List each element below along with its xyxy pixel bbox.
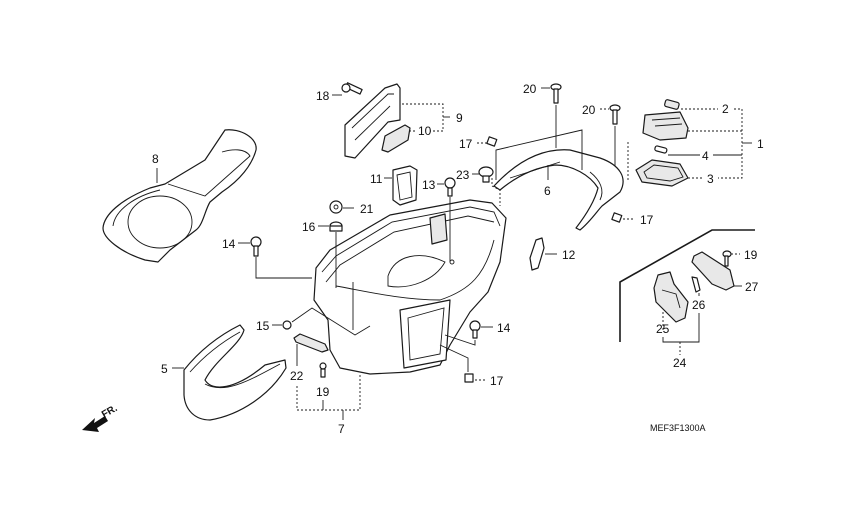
leader-14a-link xyxy=(255,257,312,279)
callout-12: 12 xyxy=(562,248,576,262)
screw-20-right[interactable] xyxy=(609,104,621,125)
callout-17c: 17 xyxy=(490,374,504,388)
callout-25: 25 xyxy=(656,322,670,336)
callout-22: 22 xyxy=(290,369,304,383)
leader-15-link xyxy=(291,307,371,336)
bracket-6 xyxy=(495,129,583,180)
screw-20-left[interactable] xyxy=(550,83,562,104)
callout-5: 5 xyxy=(161,362,168,376)
callout-1: 1 xyxy=(757,137,764,151)
screw-19-upper[interactable] xyxy=(722,250,732,267)
lens-2[interactable] xyxy=(664,99,680,110)
seat-liner-part[interactable] xyxy=(102,129,257,263)
callout-15: 15 xyxy=(256,319,270,333)
diagram-code: MEF3F1300A xyxy=(650,423,706,433)
bolt-14-left[interactable] xyxy=(250,236,262,257)
callout-9: 9 xyxy=(456,111,463,125)
leader-17c-link xyxy=(439,344,469,372)
screw-18[interactable] xyxy=(341,82,363,95)
callout-20a: 20 xyxy=(523,82,537,96)
callout-7: 7 xyxy=(338,422,345,436)
callout-14b: 14 xyxy=(497,321,511,335)
callout-8: 8 xyxy=(152,152,159,166)
bolt-13[interactable] xyxy=(444,177,456,197)
pad-10[interactable] xyxy=(381,124,411,153)
callout-10: 10 xyxy=(418,124,432,138)
clip-17-right[interactable] xyxy=(611,212,623,223)
callout-16: 16 xyxy=(302,220,316,234)
strip-22[interactable] xyxy=(293,333,329,353)
bolt-14-right[interactable] xyxy=(469,320,481,339)
leader-14b-link xyxy=(444,334,476,346)
cover-11[interactable] xyxy=(392,165,418,206)
callout-19a: 19 xyxy=(316,385,330,399)
callout-26: 26 xyxy=(692,298,706,312)
callout-24: 24 xyxy=(673,356,687,370)
clip-17-top[interactable] xyxy=(486,136,498,147)
callout-27: 27 xyxy=(745,280,759,294)
front-direction-arrow: FR. xyxy=(82,403,120,432)
clip-17-lower[interactable] xyxy=(464,373,474,383)
screw-19-lower[interactable] xyxy=(319,362,327,378)
callout-11: 11 xyxy=(370,172,383,186)
bracket-12[interactable] xyxy=(529,237,545,271)
lens-cover-3[interactable] xyxy=(635,159,689,187)
bracket-9 xyxy=(402,103,444,132)
callout-18: 18 xyxy=(316,89,330,103)
callout-6: 6 xyxy=(544,184,551,198)
switch-25[interactable] xyxy=(653,271,689,323)
variant-boundary xyxy=(619,229,755,342)
rear-grab-rail-6[interactable] xyxy=(493,149,624,231)
callout-19b: 19 xyxy=(744,248,758,262)
nut-21[interactable] xyxy=(329,200,343,214)
grommet-23[interactable] xyxy=(478,166,494,183)
callout-13: 13 xyxy=(422,178,436,192)
callout-23: 23 xyxy=(456,168,470,182)
light-housing[interactable] xyxy=(642,111,689,141)
luggage-box-7[interactable] xyxy=(313,199,507,375)
bulb-4[interactable] xyxy=(654,145,668,154)
callout-4: 4 xyxy=(702,149,709,163)
nut-15[interactable] xyxy=(282,320,292,330)
callout-17a: 17 xyxy=(459,137,473,151)
front-trim-5[interactable] xyxy=(183,324,287,421)
bracket-7 xyxy=(296,375,361,411)
callout-2: 2 xyxy=(722,102,729,116)
callout-20b: 20 xyxy=(582,103,596,117)
callout-17b: 17 xyxy=(640,213,654,227)
callout-3: 3 xyxy=(707,172,714,186)
front-label: FR. xyxy=(100,403,120,421)
bracket-1 xyxy=(718,108,743,179)
cover-27[interactable] xyxy=(691,251,735,291)
callout-14a: 14 xyxy=(222,237,236,251)
callout-21: 21 xyxy=(360,202,374,216)
lid-panel-9[interactable] xyxy=(344,83,401,159)
collar-16[interactable] xyxy=(329,221,343,232)
bracket-24 xyxy=(662,313,700,343)
spring-26[interactable] xyxy=(691,276,701,293)
